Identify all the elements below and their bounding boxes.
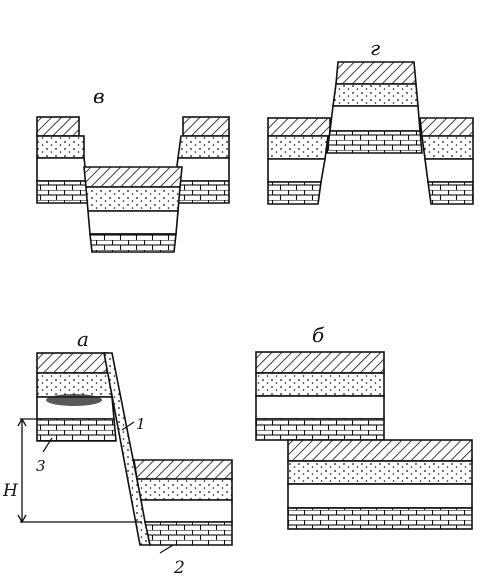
panel-v-right-block xyxy=(171,116,230,204)
panel-b-step: б xyxy=(255,323,473,530)
panel-v-left-block xyxy=(36,116,91,204)
label-1: 1 xyxy=(136,415,146,433)
label-2: 2 xyxy=(173,558,185,578)
panel-g-right-block xyxy=(419,117,474,205)
panel-v-dropped-block xyxy=(83,166,183,253)
panel-b-label: б xyxy=(312,323,325,347)
panel-a-throw-dimension xyxy=(17,417,142,524)
panel-a-label: а xyxy=(77,327,89,351)
panel-g-label: г xyxy=(370,36,380,60)
panel-b-upper-block xyxy=(255,351,385,441)
panel-a-upthrown-block xyxy=(36,352,117,442)
panel-a-leaders xyxy=(42,421,174,554)
panel-b-lower-block xyxy=(287,439,473,530)
panel-a-normal-fault: а 1 2 3 Н xyxy=(2,327,233,578)
panel-a-downthrown-block xyxy=(133,459,233,546)
panel-a-fault-zone xyxy=(103,352,151,546)
panel-v-label: в xyxy=(93,84,105,108)
panel-g-horst: г xyxy=(267,36,474,205)
label-H: Н xyxy=(2,481,19,501)
panel-g-uplifted-block xyxy=(326,61,423,154)
panel-v-graben: в xyxy=(36,84,230,253)
panel-g-left-block xyxy=(267,117,331,205)
label-3: 3 xyxy=(36,457,46,475)
